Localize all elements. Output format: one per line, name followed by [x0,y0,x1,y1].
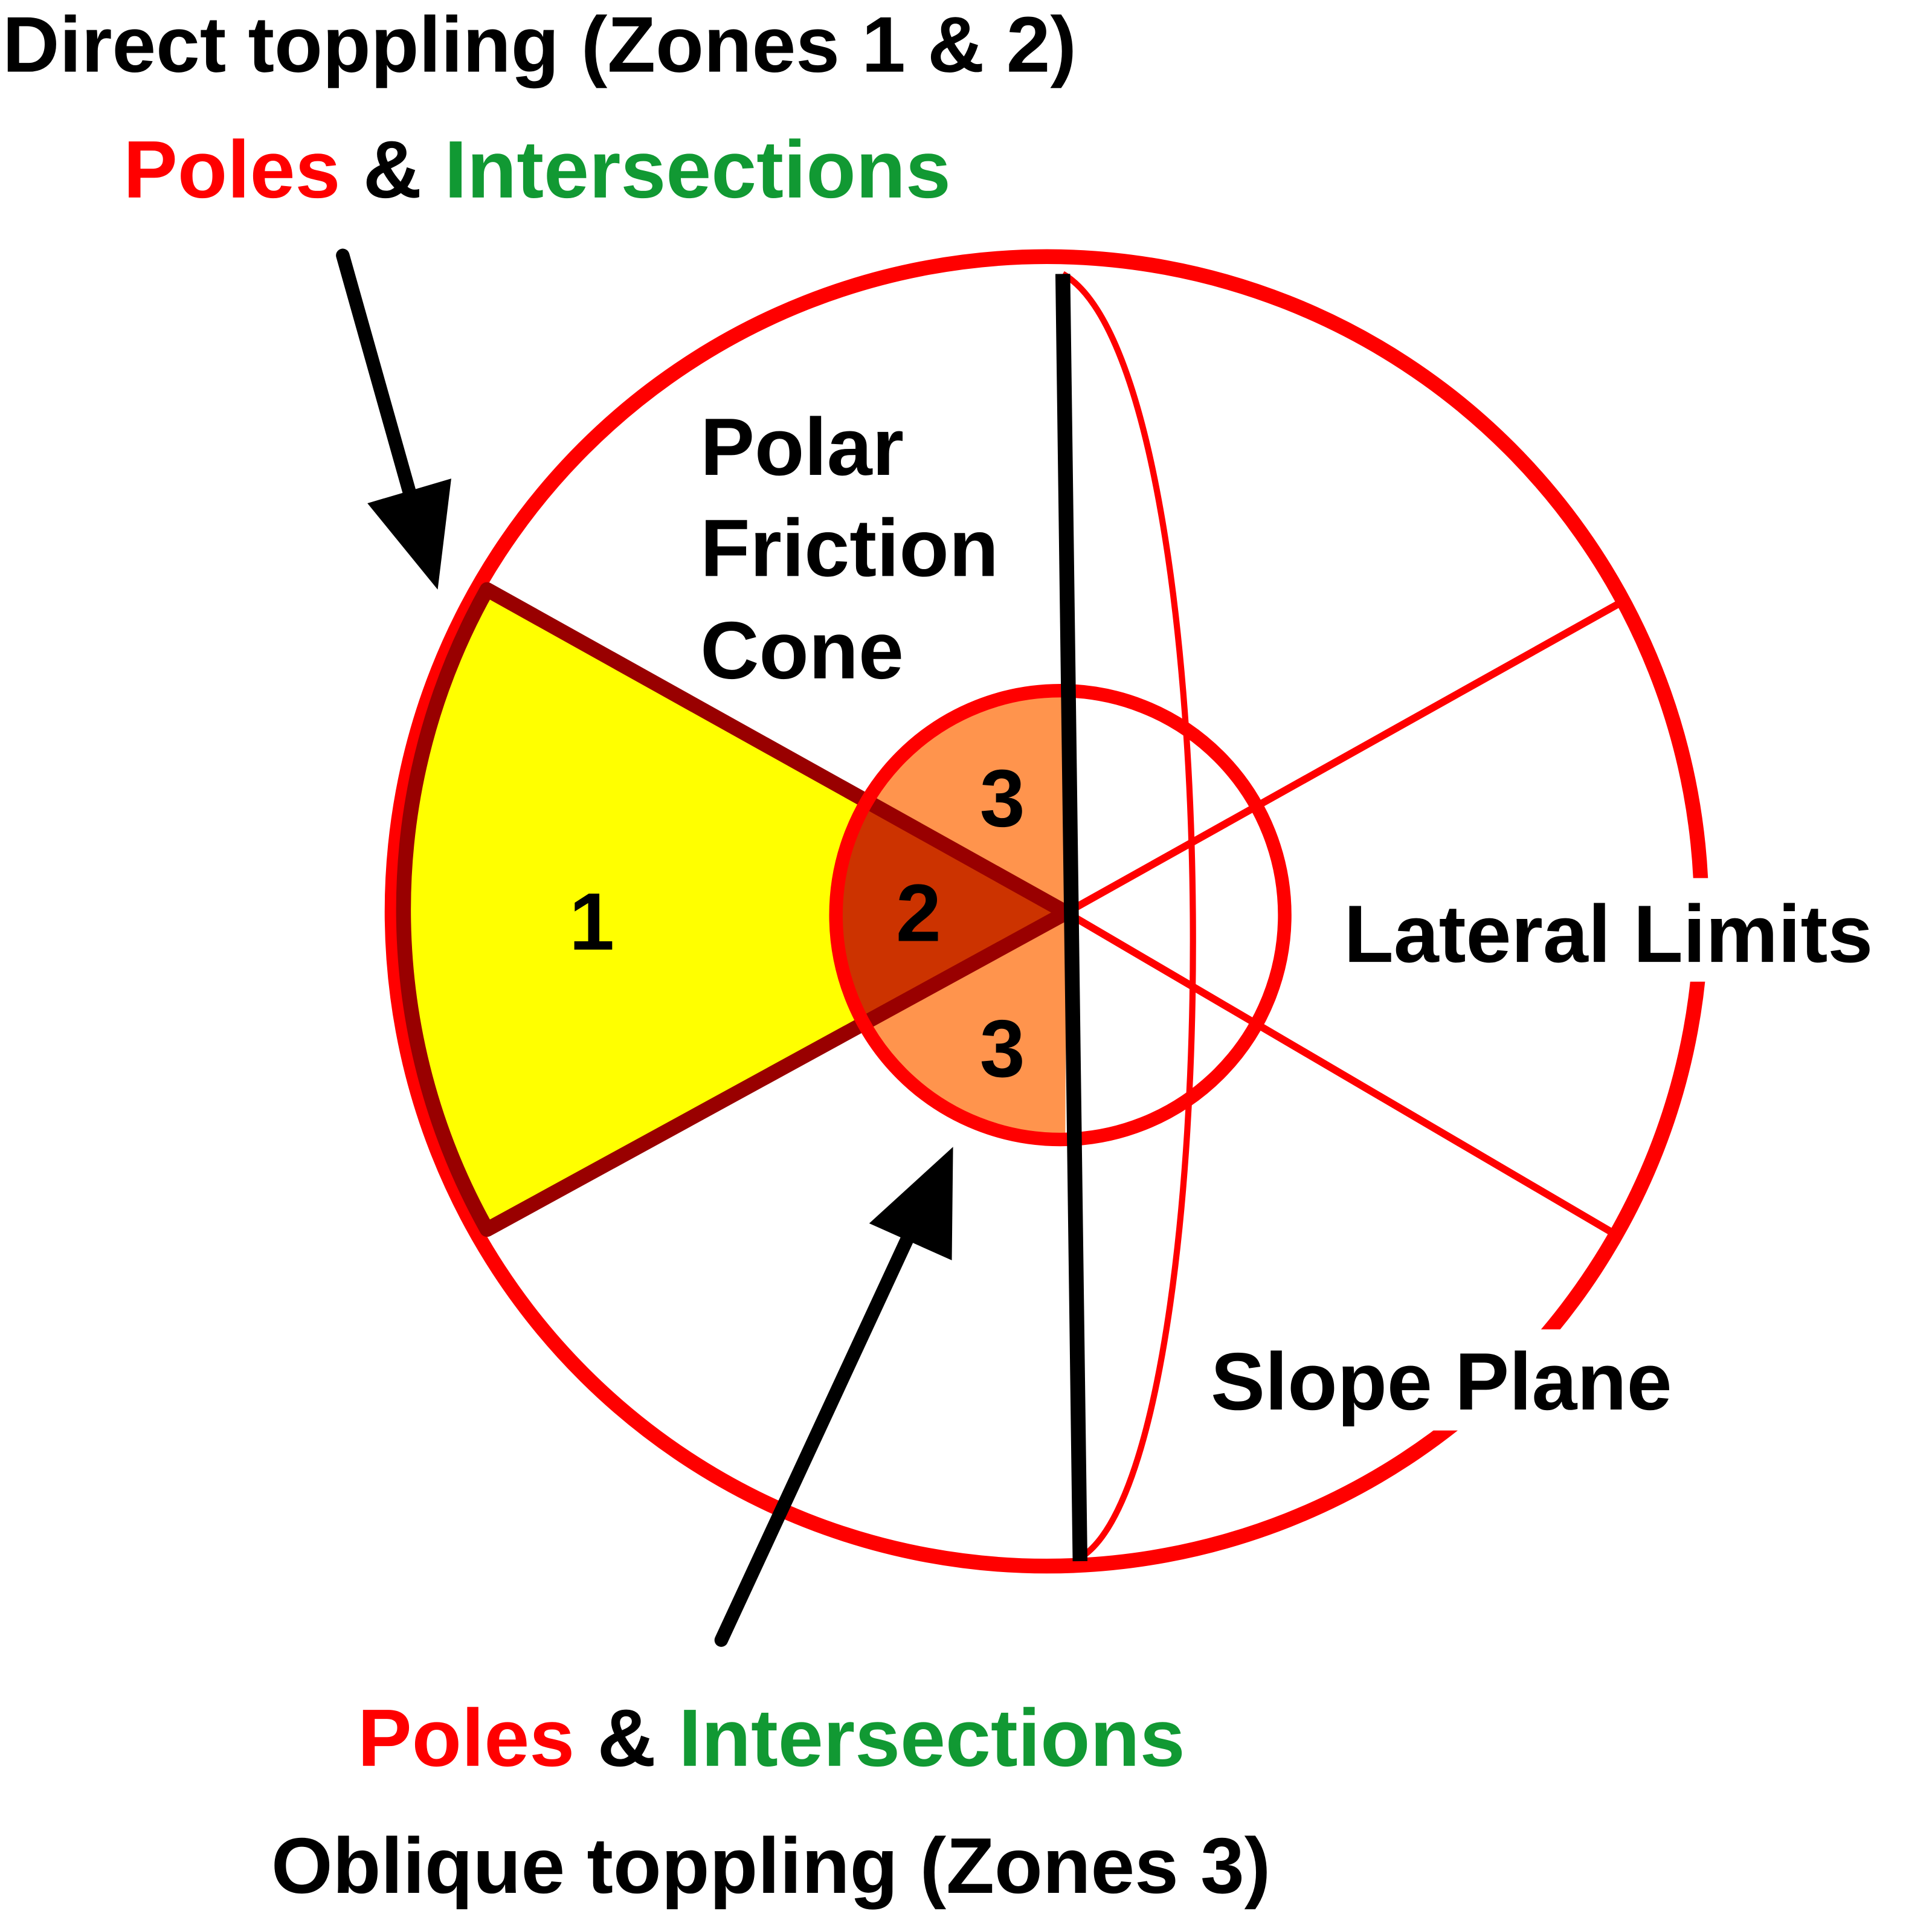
oblique-arrow-shaft [714,1208,926,1647]
polar-friction-cone-label: Polar Friction Cone [700,401,1021,696]
label-line-1: Polar [700,401,904,492]
poles-label: Poles [358,1692,575,1784]
slope-plane-bg [1202,1329,1727,1431]
zone-3-lower-label: 3 [980,1003,1025,1094]
lateral-limits-label: Lateral Limits [1344,888,1873,979]
direct-toppling-title: Direct toppling (Zones 1 & 2) [2,1,1077,89]
zone-1-border [396,582,1074,1237]
lateral-limits-bg [1331,878,1932,982]
zone-2-sector [834,800,1067,1028]
oblique-arrow-head [869,1147,953,1261]
bottom-legend: Poles & Intersections [358,1692,1185,1784]
intersections-label: Intersections [445,124,951,215]
label-line-2: Friction [700,502,999,593]
strike-line [1055,274,1088,1562]
direct-arrow-shaft [336,248,424,525]
zone-3-upper-label: 3 [980,753,1025,844]
zone-2-label: 2 [896,867,941,958]
direct-arrow-head [367,478,451,590]
slope-plane-label: Slope Plane [1211,1336,1672,1427]
label-line-3: Cone [700,605,904,696]
zone-1-wedge [403,589,1067,1230]
top-legend: Poles & Intersections [123,124,951,215]
amp-label: & [363,124,422,215]
oblique-toppling-title: Oblique toppling (Zones 3) [271,1822,1270,1910]
slope-plane-great-circle [1061,271,1196,1559]
poles-label: Poles [123,124,340,215]
lateral-limit-lower [1064,909,1620,1239]
amp-label: & [597,1692,656,1784]
zone-1-label: 1 [569,876,614,967]
lateral-limit-upper [1064,601,1620,916]
intersections-label: Intersections [678,1692,1185,1784]
friction-cone-circle [829,683,1292,1147]
